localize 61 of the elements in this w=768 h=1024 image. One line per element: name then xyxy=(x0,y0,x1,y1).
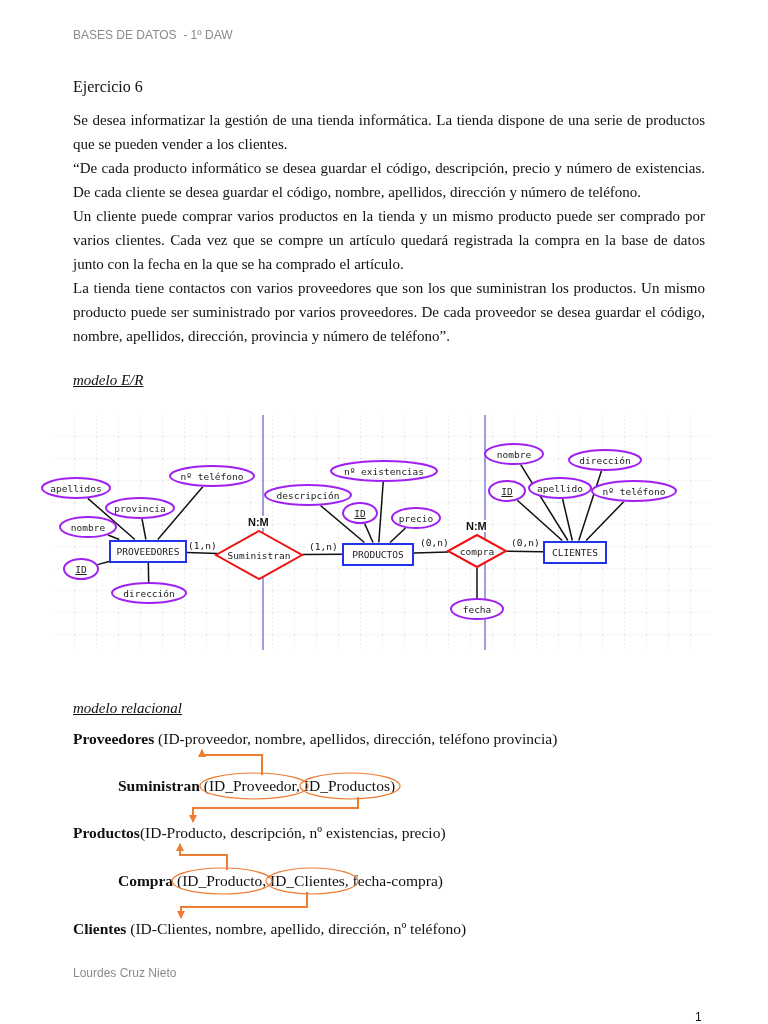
connector-line xyxy=(378,481,384,544)
page-footer: Lourdes Cruz Nieto xyxy=(73,966,177,980)
connector-line xyxy=(96,560,110,566)
relationship-diamond: compra xyxy=(447,534,507,568)
exercise-title: Ejercicio 6 xyxy=(73,78,143,96)
connector-line xyxy=(561,498,574,542)
paragraph: La tienda tiene contactos con varios proveedores que son los que suministran los productos. Un mismo producto puede ser suministrado por varios proveedores. De cada proveedor se desea guardar el código, nombre, apellidos, dirección, provincia y número de teléfono”. xyxy=(73,279,705,346)
connector-line xyxy=(519,463,569,542)
entity-box: CLIENTES xyxy=(543,540,607,564)
attribute-ellipse: dirección xyxy=(568,449,642,471)
attribute-ellipse: apellido xyxy=(528,477,592,499)
connector-line xyxy=(301,553,343,556)
arrow xyxy=(177,891,308,919)
paragraph: “De cada producto informático se desea guardar el código, descripción, precio y número de existencias. De cada cliente se desea guardar el código, nombre, apellidos, dirección y número de teléfono. xyxy=(73,159,705,202)
connector-line xyxy=(107,534,121,541)
paragraph: Un cliente puede comprar varios productos en la tienda y un mismo producto puede ser comprado por varios clientes. Cada vez que se compre un artículo quedará registrada la compra en la base de datos junto con la fecha en la que se ha comprado el artículo. xyxy=(73,207,705,274)
edge-label: (0,n) xyxy=(510,537,541,548)
connector-line xyxy=(585,500,625,542)
connector-line xyxy=(505,550,544,553)
arrow xyxy=(176,843,228,871)
relation-schema: Proveedores (ID-proveedor, nombre, apellidos, dirección, teléfono provincia) xyxy=(73,729,558,749)
connector-line xyxy=(319,504,366,544)
attribute-ellipse: apellidos xyxy=(41,477,111,499)
entity-box: PROVEEDORES xyxy=(109,539,187,563)
attribute-ellipse: fecha xyxy=(450,598,504,620)
attribute-ellipse: provincia xyxy=(105,497,175,519)
attribute-ellipse: descripción xyxy=(264,484,352,506)
relation-schema: Clientes (ID-Clientes, nombre, apellido, dirección, nº teléfono) xyxy=(73,919,467,939)
cardinality-label: N:M xyxy=(465,520,488,532)
relation-schema: Productos(ID-Producto, descripción, nº existencias, precio) xyxy=(73,823,446,843)
connector-line xyxy=(578,470,603,542)
edge-label: (0,n) xyxy=(419,537,450,548)
attribute-ellipse: nº existencias xyxy=(330,460,438,482)
connector-line xyxy=(157,485,204,541)
attribute-ellipse: nº teléfono xyxy=(169,465,255,487)
attribute-ellipse: nombre xyxy=(59,516,117,538)
edge-label: (1,n) xyxy=(308,541,339,552)
connector-line xyxy=(389,527,407,544)
section-heading: modelo E/R xyxy=(73,372,144,389)
section-heading: modelo relacional xyxy=(73,700,182,717)
page-number: 1 xyxy=(695,1010,702,1024)
connector-line xyxy=(141,518,147,541)
attribute-ellipse: dirección xyxy=(111,582,187,604)
entity-box: PRODUCTOS xyxy=(342,542,414,566)
cardinality-label: N:M xyxy=(247,516,270,528)
relationship-diamond: Suministran xyxy=(215,530,303,580)
connector-line xyxy=(516,499,563,542)
arrow xyxy=(189,796,359,823)
attribute-ellipse: nº teléfono xyxy=(591,480,677,502)
attribute-ellipse: nombre xyxy=(484,443,544,465)
connector-line xyxy=(147,561,150,583)
connector-line xyxy=(476,567,478,599)
attribute-ellipse: precio xyxy=(391,507,441,529)
connector-line xyxy=(413,551,450,554)
connector-line xyxy=(363,522,374,544)
edge-label: (1,n) xyxy=(187,540,218,551)
connector-line xyxy=(186,551,219,555)
arrow xyxy=(198,749,263,776)
paragraph: Se desea informatizar la gestión de una tienda informática. La tienda dispone de una serie de productos que se pueden vender a los clientes. xyxy=(73,111,705,154)
connector-line xyxy=(87,497,136,541)
page-header: BASES DE DATOS - 1º DAW xyxy=(73,28,233,42)
